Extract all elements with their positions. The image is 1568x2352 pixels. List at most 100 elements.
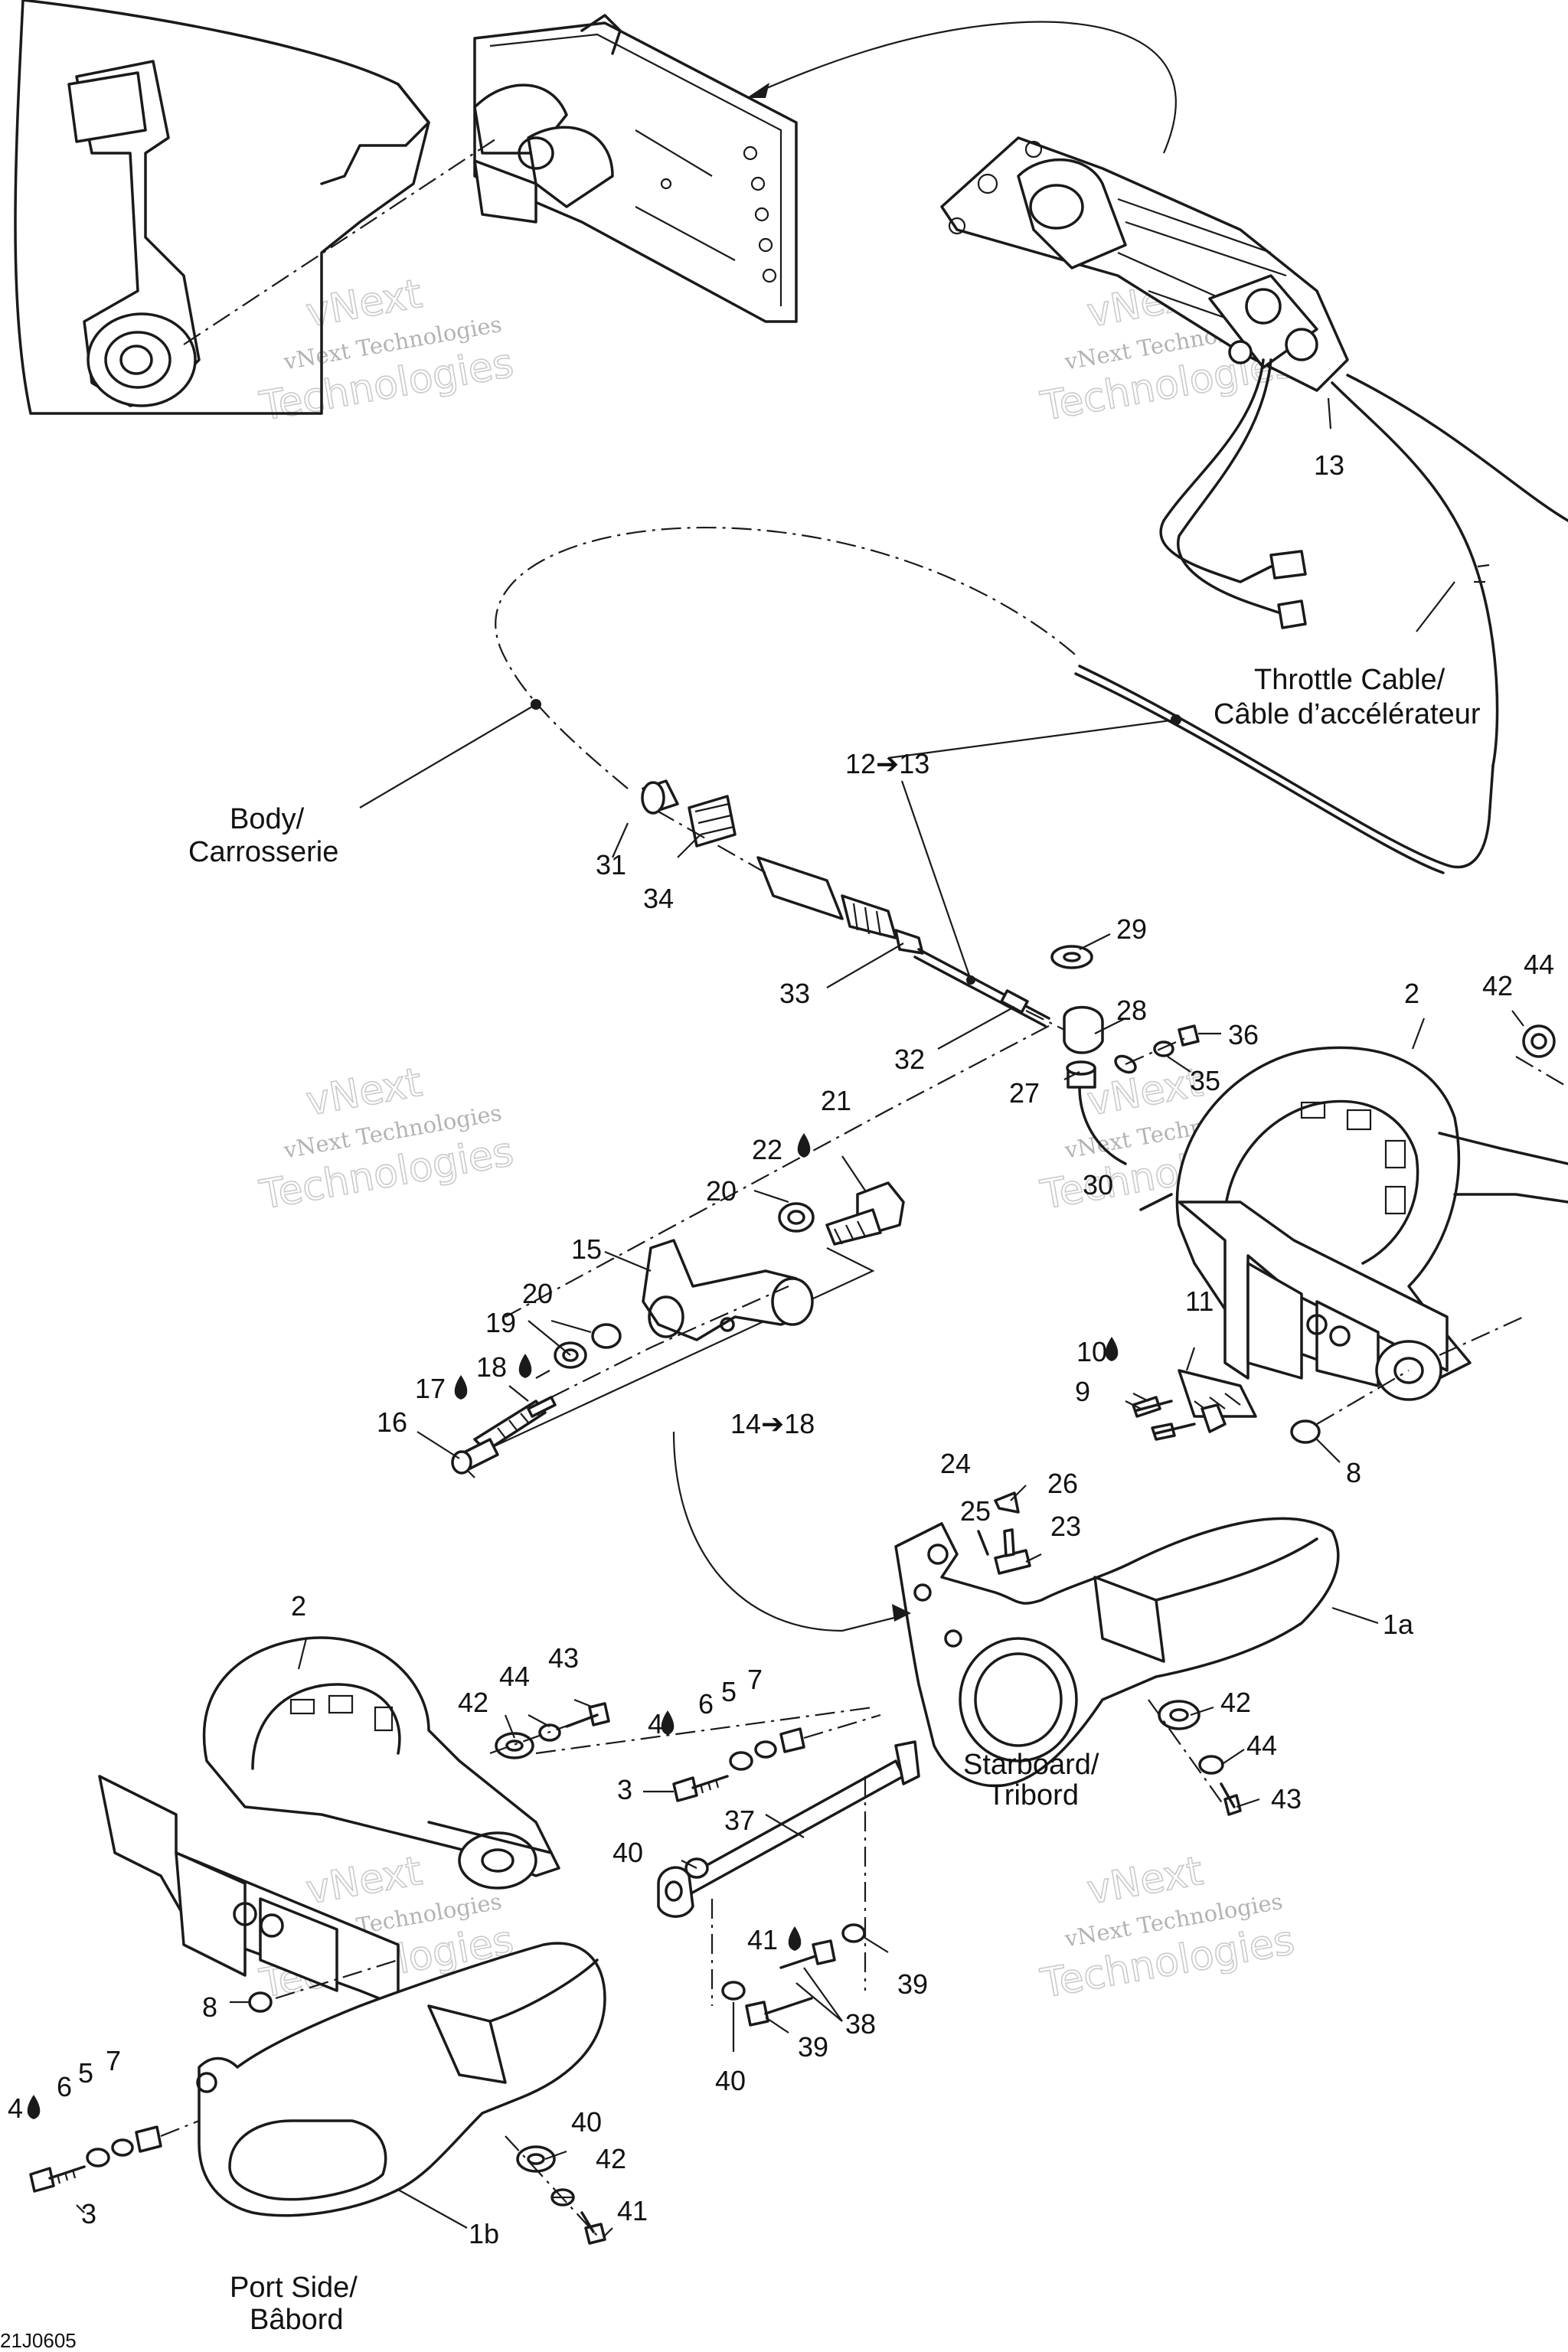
callout-38: 38 (845, 2008, 876, 2040)
leader-lines (76, 397, 1524, 2236)
drop-icon (788, 1926, 802, 1951)
callout-20-mid: 20 (522, 1278, 553, 1309)
callout-19: 19 (485, 1307, 516, 1338)
callout-20-top: 20 (706, 1175, 737, 1207)
starboard-label: Starboard/ (963, 1749, 1099, 1781)
callout-12-13: 12➔13 (845, 748, 929, 779)
port-side-label: Port Side/ (230, 2272, 358, 2304)
callout-4-b: 4 (8, 2092, 23, 2124)
alignment-line (183, 137, 498, 345)
drop-icon (518, 1354, 532, 1378)
callout-6-b: 6 (57, 2071, 72, 2102)
callout-7-a: 7 (747, 1664, 763, 1695)
starboard-label-fr: Tribord (988, 1779, 1079, 1811)
body-label-fr: Carrosserie (188, 836, 338, 868)
drop-icon (454, 1375, 468, 1400)
callout-16: 16 (377, 1406, 407, 1438)
drop-icon (797, 1133, 811, 1158)
starboard-handle-1a (894, 1491, 1340, 1788)
group-bracket (459, 1247, 875, 1463)
callout-29: 29 (1116, 913, 1147, 945)
callout-4-a: 4 (648, 1708, 663, 1740)
control-lever-console (14, 0, 430, 415)
callout-21: 21 (821, 1085, 851, 1116)
mounting-plate (473, 14, 798, 323)
callout-41-c: 41 (617, 2195, 648, 2226)
callout-15: 15 (571, 1233, 602, 1265)
callout-30: 30 (1083, 1169, 1113, 1200)
callout-42-right: 42 (1482, 970, 1513, 1001)
callout-42-a: 42 (458, 1687, 488, 1718)
cross-shaft (657, 1740, 920, 2006)
cable-end-hardware (505, 779, 1088, 1318)
callout-22: 22 (752, 1134, 782, 1165)
callout-14-18: 14➔18 (730, 1408, 815, 1439)
throttle-cable (1074, 374, 1568, 874)
assembly-arrow (757, 21, 1177, 154)
callout-9: 9 (1075, 1376, 1090, 1407)
throttle-cable-label: Throttle Cable/ (1254, 664, 1446, 696)
mounting-bracket-left (98, 1636, 560, 2007)
callout-18: 18 (476, 1351, 507, 1383)
callout-36: 36 (1228, 1019, 1259, 1050)
ball-joint-parts (1050, 945, 1200, 1165)
bolt-stack-upper (672, 1713, 881, 1802)
drop-icon (661, 1710, 675, 1735)
callout-10: 10 (1076, 1336, 1107, 1367)
callout-37: 37 (724, 1805, 755, 1836)
callouts: 13 12➔13 29 28 27 36 35 31 34 33 32 2 42… (8, 449, 1554, 2249)
left-bracket-hardware (489, 1702, 874, 1759)
callout-26: 26 (1047, 1468, 1078, 1499)
callout-24: 24 (940, 1448, 971, 1479)
callout-1a: 1a (1383, 1609, 1414, 1640)
area-labels: Throttle Cable/ Câble d’accélérateur Bod… (188, 664, 1481, 2336)
callout-28: 28 (1116, 995, 1147, 1026)
assembly-arrow (672, 1431, 904, 1632)
callout-2-right: 2 (1404, 978, 1419, 1009)
wiring-harness (1159, 358, 1307, 629)
callout-8-left: 8 (202, 1991, 217, 2023)
callout-2-left: 2 (291, 1590, 306, 1622)
callout-3-b: 3 (81, 2198, 96, 2230)
plate-11-hardware (1132, 1315, 1524, 1444)
callout-25: 25 (960, 1495, 991, 1527)
callout-39-a: 39 (897, 1968, 928, 2000)
callout-7-b: 7 (106, 2045, 121, 2076)
callout-40-b: 40 (715, 2065, 746, 2096)
body-routing-path (495, 527, 1080, 789)
callout-13: 13 (1314, 449, 1344, 481)
callout-17: 17 (415, 1373, 446, 1404)
callout-39-b: 39 (798, 2031, 828, 2063)
callout-42-b: 42 (1220, 1687, 1251, 1718)
callout-8-right: 8 (1346, 1457, 1361, 1488)
callout-1b: 1b (469, 2218, 499, 2249)
callout-41-a: 41 (747, 1924, 778, 1955)
callout-44-right: 44 (1524, 949, 1554, 980)
mounting-bracket-right (1175, 1046, 1568, 1401)
callout-6-a: 6 (698, 1688, 714, 1720)
callout-31: 31 (596, 849, 626, 880)
callout-23: 23 (1050, 1511, 1081, 1542)
callout-43-a: 43 (548, 1642, 579, 1674)
drawing-code: 21J0605 (0, 2329, 77, 2352)
bolt-stack-lower (29, 1958, 399, 2193)
callout-5-a: 5 (721, 1676, 737, 1707)
callout-34: 34 (643, 883, 674, 914)
callout-43-b: 43 (1271, 1783, 1302, 1815)
sealant-drop-icons (27, 1133, 1119, 2119)
bracket-hardware-top-right (1515, 1024, 1568, 1088)
shaft-hardware (721, 1923, 866, 2027)
callout-40-a: 40 (612, 1837, 643, 1868)
port-handle-1b (196, 1942, 606, 2217)
callout-44-b: 44 (1246, 1730, 1277, 1761)
callout-3-a: 3 (617, 1774, 632, 1805)
callout-35: 35 (1190, 1065, 1220, 1096)
callout-5-b: 5 (78, 2057, 93, 2089)
callout-32: 32 (894, 1044, 925, 1075)
stud-30 (1139, 1193, 1173, 1211)
starboard-handle-hardware (1148, 1699, 1242, 1816)
port-handle-hardware (505, 2135, 606, 2245)
throttle-control-box (940, 136, 1349, 392)
callout-33: 33 (779, 978, 810, 1009)
